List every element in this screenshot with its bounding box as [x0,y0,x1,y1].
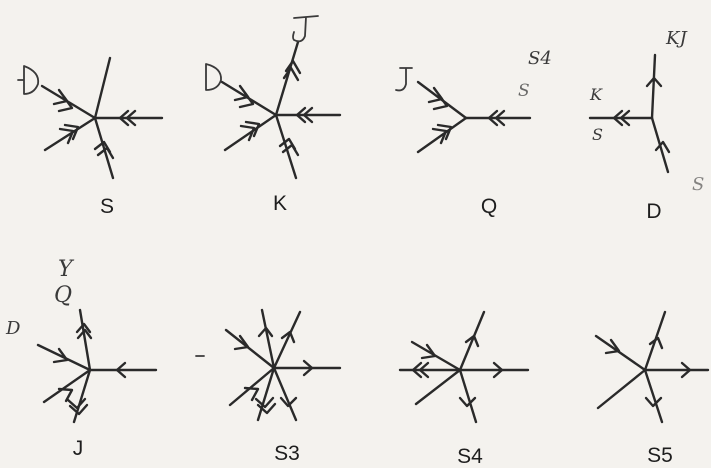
vertex-s5-leg-3 [594,334,647,372]
vertex-q: J S4 S Q [395,48,552,218]
vertex-q-arrows [427,86,506,145]
vertex-j: Y Q D J [5,257,158,460]
vertex-k-label: K [273,192,287,215]
vertex-s4-arrows [411,334,504,408]
vertex-s4-leg-5 [414,368,462,406]
vertex-q-note-s: S [518,81,530,101]
vertex-k-arrows [233,59,314,157]
vertex-s4-leg-6 [458,368,478,424]
vertex-q-note-j-path [395,67,413,92]
vertex-s5-arrows [604,336,692,408]
vertex-d-leg-up [650,53,657,120]
vertex-j-note-d: D [5,318,21,339]
vertex-s-arrows [52,88,137,160]
vertex-s3-leg-4 [224,328,276,370]
vertex-s3-leg-1 [260,308,276,370]
vertex-q-label: Q [481,195,497,218]
vertex-j-label: J [73,437,84,460]
vertex-s3: S3 [224,308,342,465]
vertex-j-arrows [52,322,127,416]
vertex-k: D J K [205,15,342,215]
vertex-s-leg-down [93,116,115,180]
vertex-k-note-d-path [205,63,222,91]
vertex-s3-leg-7 [272,366,298,422]
vertex-s-note-path [17,65,40,95]
vertex-s4: S4 [398,310,530,468]
vertex-s3-leg-6 [256,366,276,422]
vertex-q-leg-downleft [416,116,468,154]
vertex-s: D S [17,56,164,218]
vertex-k-note-j-path [292,15,319,43]
vertex-j-note-q: Q [54,283,72,308]
vertex-s5-leg-4 [596,368,647,410]
vertex-s5-label: S5 [647,444,673,467]
vertex-j-leg-up [78,308,92,372]
vertex-s4-label: S4 [457,445,483,468]
vertex-s3-arrows [233,326,314,415]
vertex-d-note-kj: KJ [665,28,688,49]
vertex-k-leg-downleft [223,113,278,152]
vertex-s5-leg-5 [643,368,664,424]
vertex-s-leg-up [93,56,112,120]
vertex-d-arrows [612,76,671,154]
vertex-d-label: D [646,200,661,223]
vertex-q-note-s4: S4 [528,48,552,69]
vertex-d-note-s: S [592,125,603,144]
vertex-s-label: S [100,195,114,218]
vertex-s3-label: S3 [274,442,300,465]
vertex-s3-leg-2 [272,310,302,370]
vertex-j-note-y: Y [58,257,75,282]
vertex-d-note-k: K [589,85,603,104]
vertex-d-note-s-margin: S [692,174,704,195]
vertex-s5: S5 [594,310,710,467]
vertex-j-leg-downleft [42,368,92,404]
vertex-k-leg-up [274,40,300,117]
vertex-s3-leg-5 [228,366,276,407]
vertex-s4-leg-1 [458,310,486,372]
vertex-j-leg-down [72,368,92,424]
vertex-s-leg-downleft [43,116,97,152]
vertex-d: K S KJ S D [588,28,704,223]
vertex-k-leg-down [274,113,298,180]
